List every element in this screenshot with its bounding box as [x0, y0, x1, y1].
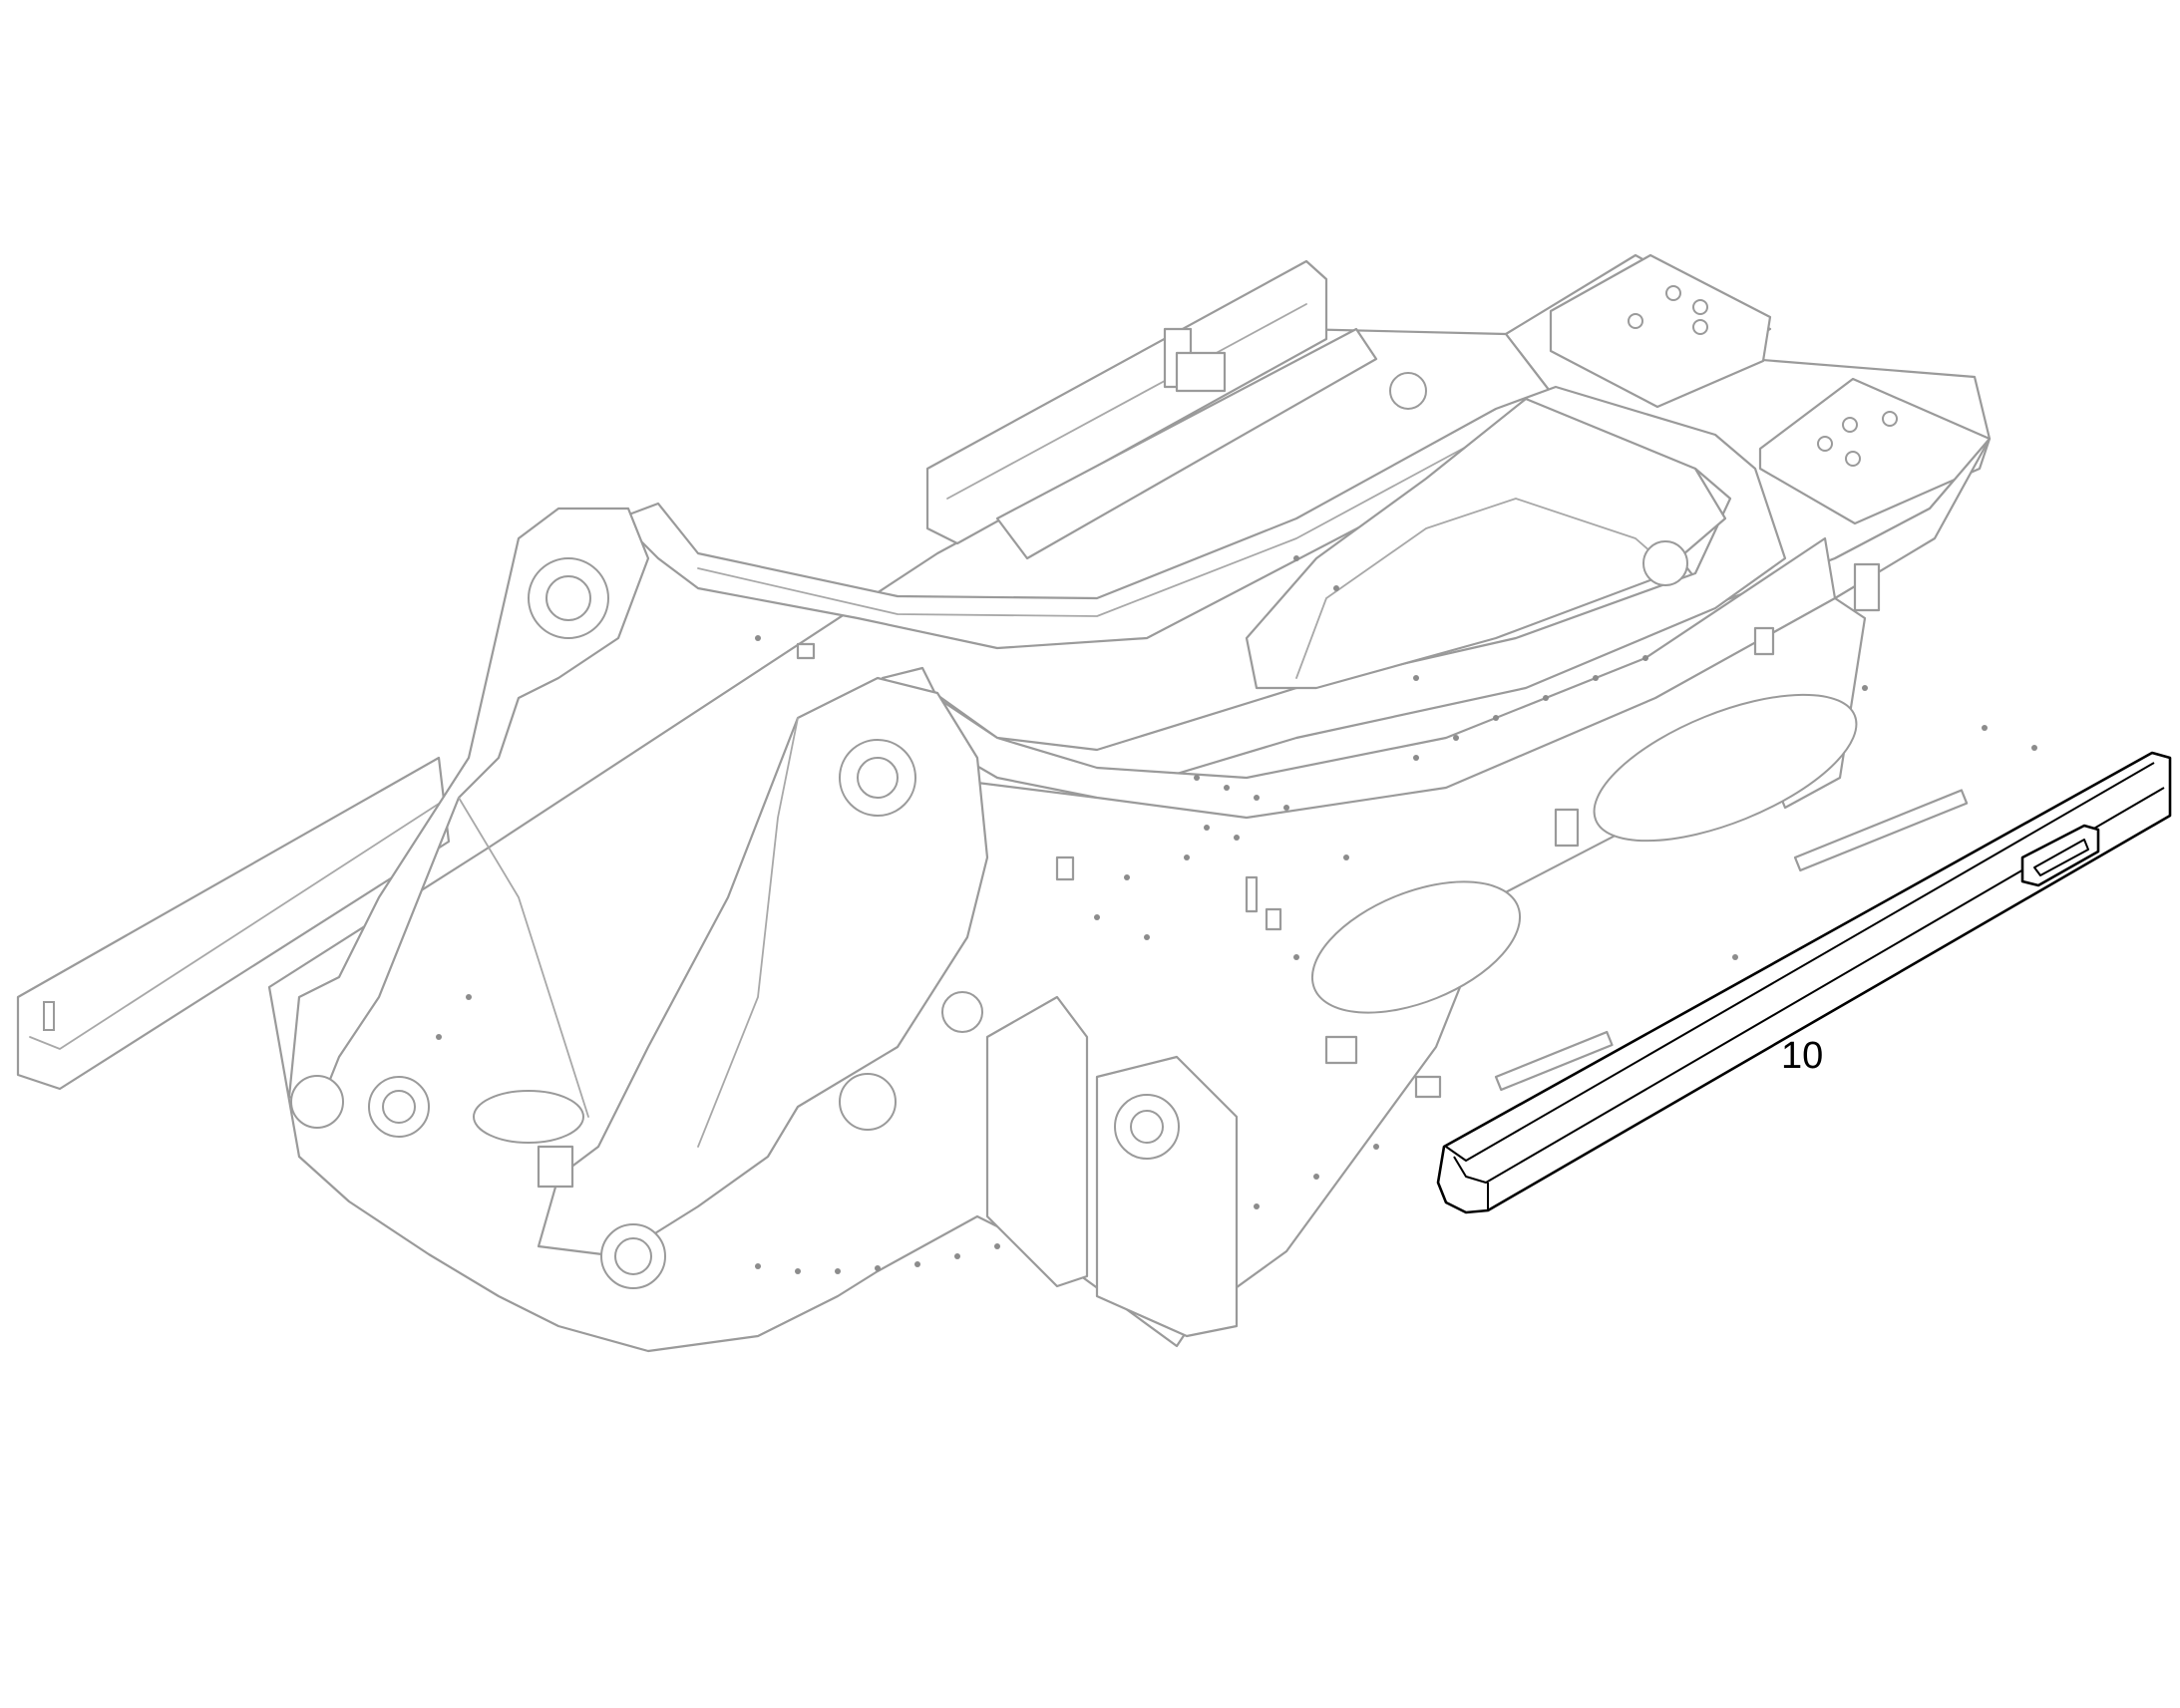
rear-pad-left [1549, 253, 1772, 409]
rivet-dots [436, 555, 2037, 1274]
middle-arm [881, 536, 1837, 820]
side-rail-handle [2020, 824, 2100, 887]
upper-frame [16, 253, 2037, 1353]
right-boom-tower [537, 676, 989, 1258]
left-boom-tower [287, 507, 650, 1109]
rear-pad-right [1758, 377, 1992, 525]
inner-tub [1245, 397, 1727, 690]
side-rail [1436, 751, 2172, 1214]
web-plate-right [1095, 1055, 1239, 1338]
callout-label-10: 10 [1781, 1035, 1824, 1077]
web-plate-left [985, 995, 1089, 1288]
left-inner-plate [995, 327, 1378, 560]
